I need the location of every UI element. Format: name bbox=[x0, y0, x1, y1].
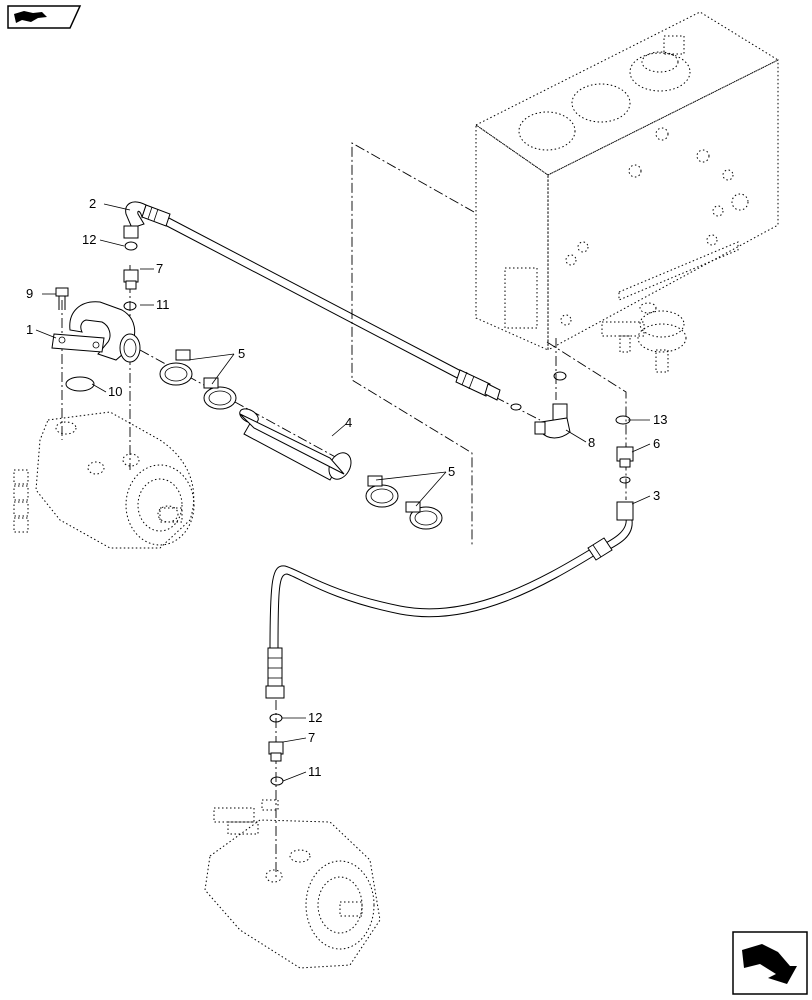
leader-lines bbox=[35, 203, 651, 782]
callout-9: 9 bbox=[26, 286, 33, 301]
hose-sleeve bbox=[239, 408, 352, 481]
callout-7-lower: 7 bbox=[308, 730, 315, 745]
lower-hose bbox=[265, 501, 634, 699]
callout-2: 2 bbox=[89, 196, 96, 211]
upper-hose bbox=[123, 201, 522, 411]
callout-labels: 2 12 7 9 11 1 10 5 4 5 8 13 6 3 12 7 11 bbox=[26, 196, 667, 779]
callout-6: 6 bbox=[653, 436, 660, 451]
callout-8: 8 bbox=[588, 435, 595, 450]
callout-5-lower: 5 bbox=[448, 464, 455, 479]
tank-side-seals bbox=[553, 371, 634, 484]
callout-7: 7 bbox=[156, 261, 163, 276]
callout-10: 10 bbox=[108, 384, 122, 399]
hose-clamps-lower bbox=[365, 475, 443, 530]
callout-4: 4 bbox=[345, 415, 352, 430]
callout-1: 1 bbox=[26, 322, 33, 337]
upper-pump bbox=[13, 411, 195, 549]
hydraulic-tank bbox=[475, 11, 780, 373]
callout-5-upper: 5 bbox=[238, 346, 245, 361]
assembly-centerlines bbox=[61, 142, 627, 880]
callout-12: 12 bbox=[82, 232, 96, 247]
bolt bbox=[55, 287, 69, 310]
callout-3: 3 bbox=[653, 488, 660, 503]
lower-pump bbox=[204, 799, 381, 969]
hose-clamps-upper bbox=[159, 349, 237, 410]
flag-navigation-icon[interactable] bbox=[7, 5, 82, 29]
callout-12-lower: 12 bbox=[308, 710, 322, 725]
elbow-fitting bbox=[534, 403, 571, 439]
callout-11-lower: 11 bbox=[308, 764, 322, 779]
upper-seals-fitting bbox=[123, 241, 139, 311]
callout-11: 11 bbox=[156, 297, 170, 312]
o-ring bbox=[65, 376, 95, 392]
lower-seals-fitting bbox=[268, 713, 284, 786]
suction-elbow bbox=[51, 301, 141, 363]
next-arrow-icon[interactable] bbox=[732, 931, 808, 995]
callout-13: 13 bbox=[653, 412, 667, 427]
